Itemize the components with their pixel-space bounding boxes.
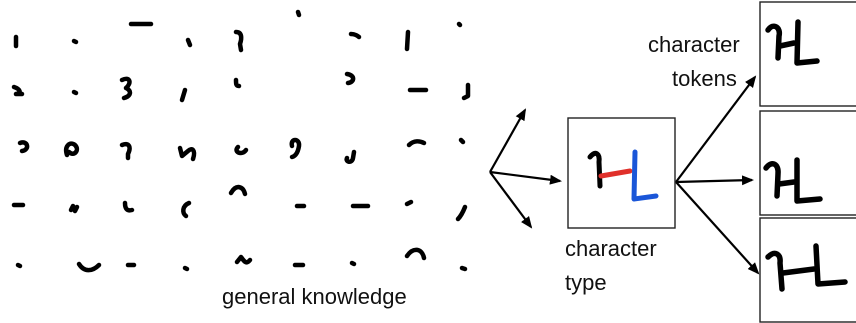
primitive-strokes-grid [11, 9, 471, 273]
arrow [489, 171, 533, 229]
primitive-stroke [404, 247, 427, 261]
primitive-stroke [404, 199, 414, 207]
primitive-stroke [181, 200, 192, 219]
primitive-stroke [119, 76, 133, 101]
primitive-stroke [455, 204, 468, 222]
primitive-stroke [234, 254, 253, 265]
token-2-stroke [763, 161, 781, 199]
token-1-stroke [794, 19, 820, 66]
arrow [675, 181, 760, 275]
knowledge-arrows [489, 108, 562, 229]
primitive-stroke [179, 87, 188, 103]
primitive-stroke [76, 261, 102, 273]
primitive-stroke [406, 139, 427, 148]
arrow [675, 75, 757, 183]
token-3-stroke [765, 250, 785, 292]
type-stroke-left [587, 150, 603, 189]
general-knowledge-label: general knowledge [222, 284, 407, 309]
character-type-label-line2: type [565, 270, 607, 295]
type-stroke-connector [598, 168, 633, 179]
token-2-stroke [776, 179, 797, 187]
character-type-box [567, 117, 676, 229]
token-3-stroke [780, 266, 817, 276]
primitive-stroke [404, 29, 411, 52]
primitive-stroke [11, 84, 25, 97]
primitive-stroke [349, 260, 357, 267]
primitive-stroke [17, 140, 30, 154]
character-tokens-label-line2: tokens [672, 66, 737, 91]
primitive-stroke [233, 77, 242, 89]
character-token-boxes [759, 1, 856, 323]
primitive-stroke [456, 21, 463, 28]
token-3-stroke [813, 243, 848, 287]
character-tokens-label-line1: character [648, 32, 740, 57]
primitive-stroke [289, 137, 302, 160]
primitive-stroke [71, 38, 79, 45]
primitive-stroke [64, 141, 80, 158]
primitive-stroke [344, 149, 357, 164]
primitive-stroke [182, 265, 190, 272]
primitive-stroke [68, 203, 80, 214]
token-1-stroke [765, 23, 783, 61]
arrow [675, 175, 754, 186]
primitive-stroke [233, 29, 244, 53]
primitive-stroke [295, 9, 302, 18]
primitive-stroke [459, 265, 468, 272]
primitive-stroke [348, 31, 362, 40]
primitive-stroke [234, 144, 249, 156]
type-stroke-right [631, 149, 659, 202]
token-1-stroke [777, 40, 797, 49]
primitive-stroke [15, 262, 23, 269]
character-type-label-line1: character [565, 236, 657, 261]
primitive-stroke [185, 37, 193, 48]
token-2-stroke [794, 157, 823, 204]
primitive-stroke [344, 71, 356, 86]
primitive-stroke [119, 142, 132, 161]
token-arrows [675, 75, 760, 275]
primitive-stroke [461, 82, 471, 101]
primitive-stroke [177, 145, 197, 162]
arrow [489, 108, 526, 173]
arrow [489, 170, 562, 185]
token-frame-1 [759, 1, 856, 107]
primitive-stroke [458, 137, 466, 145]
primitive-stroke [122, 200, 135, 213]
primitive-stroke [228, 184, 248, 197]
primitive-stroke [71, 89, 79, 96]
